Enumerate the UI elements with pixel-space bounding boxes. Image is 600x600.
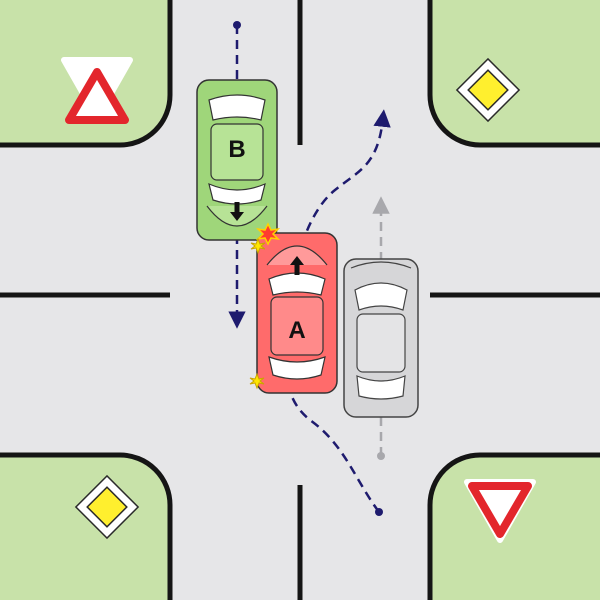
yield-sign-icon bbox=[464, 479, 536, 543]
path-car-b bbox=[228, 21, 246, 329]
priority-road-sign-icon bbox=[455, 57, 521, 123]
car-a-letter: A bbox=[288, 317, 305, 344]
car-b: B bbox=[196, 79, 278, 241]
collision-burst-icon bbox=[255, 222, 281, 246]
car-a: A bbox=[256, 232, 338, 394]
yield-sign-icon bbox=[61, 57, 133, 124]
down-arrow-icon bbox=[230, 202, 244, 221]
car-b-letter: B bbox=[228, 136, 245, 163]
corner-bottom-right bbox=[427, 452, 600, 600]
corner-top-right bbox=[427, 0, 600, 148]
indicator-flash-icon bbox=[250, 237, 266, 255]
indicator-flash-icon bbox=[249, 372, 265, 390]
corner-bottom-left bbox=[0, 452, 173, 600]
priority-road-sign-icon bbox=[74, 474, 140, 540]
ghost-car bbox=[343, 258, 419, 418]
up-arrow-icon bbox=[290, 256, 304, 275]
